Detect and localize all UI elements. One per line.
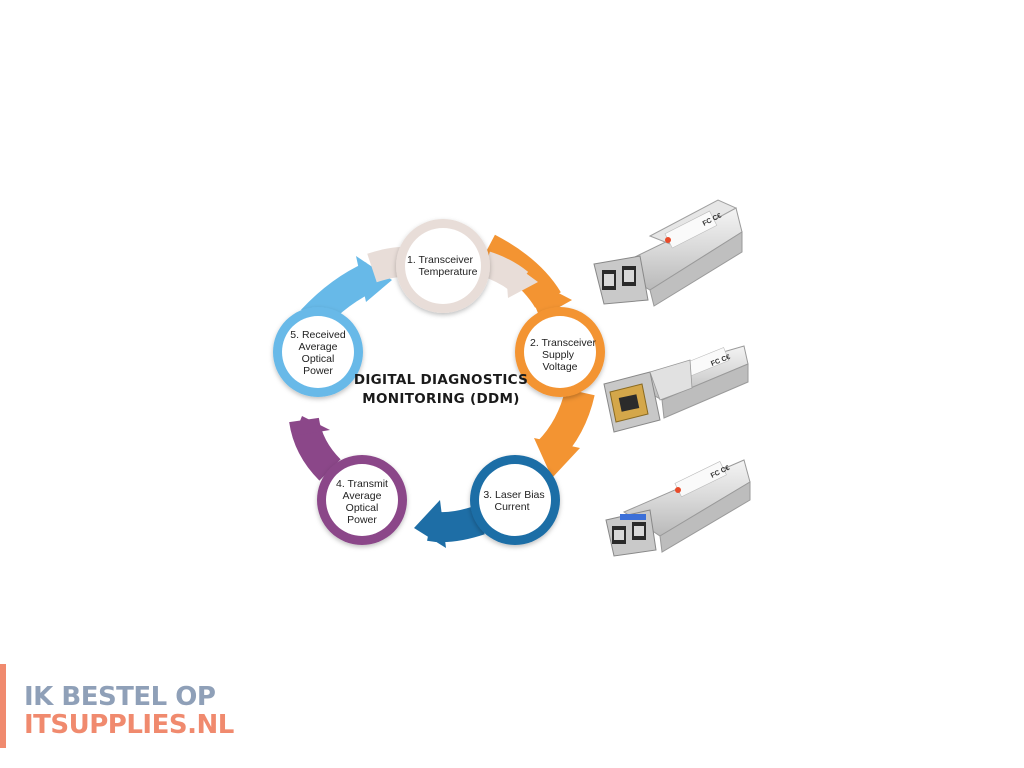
brand-logo: IK BESTEL OP ITSUPPLIES.NL	[0, 664, 240, 748]
diagram-title-line-1: DIGITAL DIAGNOSTICS	[354, 372, 528, 388]
step-node-1: 1. Transceiver Temperature	[396, 219, 490, 313]
arrow-head-2	[522, 274, 572, 318]
step-5-line-1: 5. Received	[290, 329, 346, 341]
product-image-sfp-rj45-copper-module: FC C€	[603, 345, 749, 433]
arrow-head-temp	[505, 258, 538, 298]
product-image-sfp-optical-module: FC C€	[593, 199, 743, 307]
step-2-line-2: Supply	[542, 349, 575, 361]
step-node-5: 5. Received Average Optical Power	[273, 307, 363, 397]
step-3-line-2: Current	[494, 501, 529, 513]
step-3-line-1: 3. Laser Bias	[483, 489, 544, 501]
step-4-line-1: 4. Transmit	[336, 478, 388, 490]
brand-dot-icon	[665, 237, 671, 243]
arrow-head-4	[414, 500, 446, 548]
brand-line-2: ITSUPPLIES.NL	[24, 710, 234, 740]
step-node-3: 3. Laser Bias Current	[470, 455, 560, 545]
brand-dot-icon	[675, 487, 681, 493]
step-5-line-3: Optical	[302, 353, 335, 365]
step-node-2: 2. Transceiver Supply Voltage	[515, 307, 605, 397]
diagram-title-line-2: MONITORING (DDM)	[362, 391, 519, 407]
arrow-head-5	[294, 416, 330, 436]
brand-accent-bar	[0, 664, 6, 748]
step-5-line-4: Power	[303, 365, 333, 377]
brand-line-1: IK BESTEL OP	[24, 682, 216, 712]
step-4-line-2: Average	[343, 490, 382, 502]
step-2-line-1: 2. Transceiver	[530, 337, 596, 349]
step-1-line-2: Temperature	[419, 266, 478, 278]
arrow-head-1	[356, 256, 392, 302]
step-5-line-2: Average	[299, 341, 338, 353]
step-node-4: 4. Transmit Average Optical Power	[317, 455, 407, 545]
step-4-line-4: Power	[347, 514, 377, 526]
arrow-head-3	[534, 438, 580, 478]
step-4-line-3: Optical	[346, 502, 379, 514]
step-2-line-3: Voltage	[542, 361, 577, 373]
product-image-sfp-optical-lr-module: FC C€	[605, 459, 751, 557]
step-1-line-1: 1. Transceiver	[407, 254, 473, 266]
